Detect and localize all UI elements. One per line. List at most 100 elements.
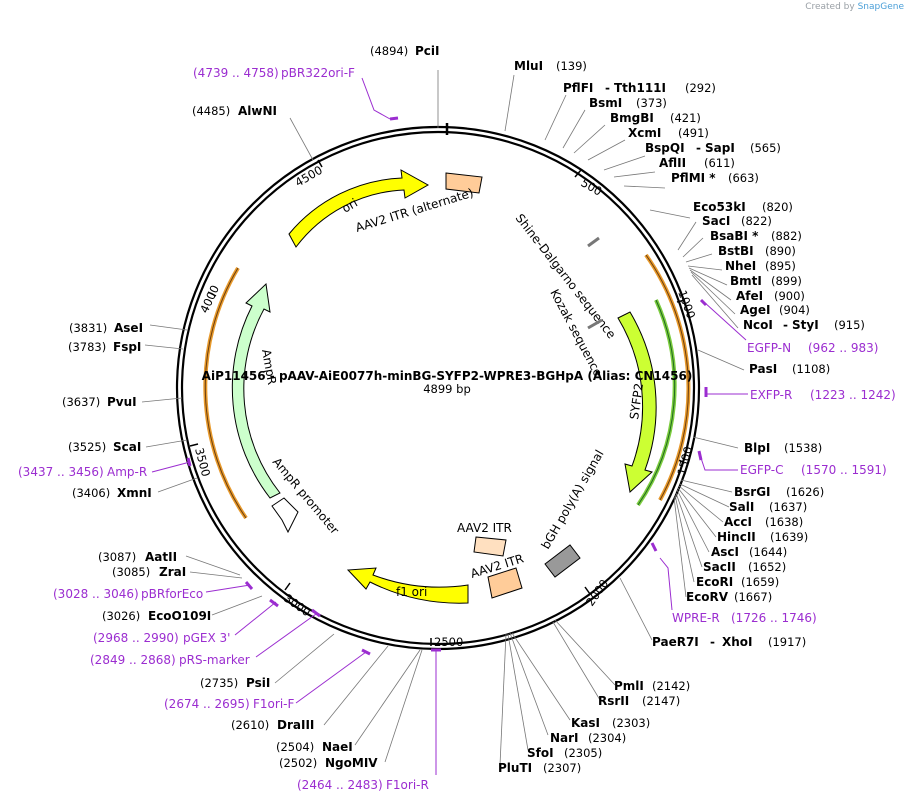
feature-bgh-polya[interactable]	[544, 544, 581, 578]
site-name[interactable]: SfoI	[527, 746, 554, 760]
site-name[interactable]: Eco53kI	[693, 200, 746, 214]
site-name[interactable]: NgoMIV	[325, 756, 378, 770]
site-name[interactable]: FspI	[113, 340, 141, 354]
site-name[interactable]: EcoRI	[696, 575, 733, 589]
plasmid-length: 4899 bp	[423, 382, 471, 396]
site-name[interactable]: PsiI	[246, 676, 270, 690]
feature-label-ori: ori	[340, 196, 361, 216]
feature-ampr-promoter[interactable]	[271, 497, 299, 534]
primer-name[interactable]: F1ori-F	[253, 697, 294, 711]
site-name[interactable]: AlwNI	[238, 104, 277, 118]
site-name[interactable]: AccI	[724, 515, 752, 529]
primer-mark-pbr322ori-f	[389, 116, 399, 121]
site-name[interactable]: XcmI	[628, 126, 661, 140]
site-name[interactable]: NheI	[725, 259, 756, 273]
site-name[interactable]: XmnI	[117, 486, 152, 500]
tick-mark	[574, 169, 582, 178]
site-name[interactable]: BsaBI *	[710, 229, 759, 243]
site-name[interactable]: EcoO109I	[148, 609, 211, 623]
site-name[interactable]: BmgBI	[610, 111, 654, 125]
site-name[interactable]: StyI	[792, 318, 819, 332]
site-name[interactable]: PvuI	[107, 395, 137, 409]
site-name[interactable]: AatII	[145, 550, 177, 564]
primer-name[interactable]: WPRE-R	[672, 611, 720, 625]
primer-name[interactable]: pGEX 3'	[183, 631, 230, 645]
feature-aav2-itr-1[interactable]	[473, 536, 507, 557]
primer-name[interactable]: Amp-R	[107, 465, 147, 479]
feature-label-bgh-polya: bGH poly(A) signal	[538, 447, 606, 551]
primer-range: (1726 .. 1746)	[731, 611, 817, 625]
snapgene-credit: Created by SnapGene	[805, 2, 904, 12]
leader-pflfi	[544, 94, 567, 141]
site-name[interactable]: PflFI	[563, 81, 593, 95]
feature-shine-dalgarno[interactable]	[587, 236, 600, 248]
primer-name[interactable]: EXFP-R	[750, 388, 792, 402]
tick-mark	[584, 586, 591, 595]
site-name[interactable]: DraIII	[277, 718, 314, 732]
site-name[interactable]: AflII	[659, 156, 686, 170]
site-name[interactable]: BspQI	[645, 141, 685, 155]
site-name[interactable]: ZraI	[159, 565, 186, 579]
site-pos: (3406)	[72, 486, 110, 500]
feature-label-aav2-itr-1: AAV2 ITR	[457, 521, 512, 535]
site-name[interactable]: HincII	[717, 530, 756, 544]
feature-syfp2[interactable]	[617, 311, 657, 493]
site-pos: (822)	[741, 214, 772, 228]
primer-line-egfp-c	[699, 454, 738, 471]
site-name[interactable]: SalI	[729, 500, 754, 514]
credit-text: Created by	[805, 2, 855, 12]
site-name[interactable]: ScaI	[113, 440, 141, 454]
site-name[interactable]: RsrII	[598, 694, 629, 708]
primer-mark-prs-marker	[311, 608, 321, 618]
site-labels-right: MluI (139) PflFI - Tth111I (292) BsmI (3…	[498, 59, 865, 775]
site-name[interactable]: PciI	[415, 44, 440, 58]
site-name[interactable]: AseI	[114, 321, 143, 335]
primer-range: (2464 .. 2483)	[297, 778, 383, 792]
feature-ampr[interactable]	[231, 282, 281, 499]
site-pos: (1637)	[769, 500, 807, 514]
primer-name[interactable]: pBRforEco	[141, 587, 203, 601]
site-pos: (2142)	[652, 679, 690, 693]
site-name[interactable]: XhoI	[722, 635, 753, 649]
feature-aav2-itr-alternate[interactable]	[445, 172, 483, 194]
site-name[interactable]: BmtI	[730, 274, 762, 288]
tick-label: 3500	[192, 446, 213, 478]
site-name[interactable]: SapI	[705, 141, 735, 155]
feature-kozak[interactable]	[587, 318, 603, 330]
site-name[interactable]: Tth111I	[614, 81, 666, 95]
site-name[interactable]: BstBI	[718, 244, 754, 258]
primer-name[interactable]: pRS-marker	[179, 653, 250, 667]
site-name[interactable]: BsmI	[589, 96, 622, 110]
leader-nhei	[687, 265, 723, 271]
site-name[interactable]: SacII	[703, 560, 736, 574]
site-name[interactable]: SacI	[702, 214, 730, 228]
primer-name[interactable]: F1ori-R	[386, 778, 429, 792]
site-name[interactable]: AscI	[711, 545, 739, 559]
site-name[interactable]: NarI	[550, 731, 579, 745]
site-name[interactable]: KasI	[571, 716, 600, 730]
site-name[interactable]: MluI	[514, 59, 543, 73]
site-name[interactable]: BsrGI	[734, 485, 771, 499]
site-name[interactable]: BlpI	[744, 441, 770, 455]
site-name[interactable]: PaeR7I	[652, 635, 699, 649]
site-pos: (1108)	[792, 362, 830, 376]
site-name[interactable]: AfeI	[736, 289, 763, 303]
primer-name[interactable]: pBR322ori-F	[281, 66, 355, 80]
site-name[interactable]: PasI	[749, 362, 777, 376]
site-name[interactable]: NaeI	[322, 740, 353, 754]
feature-f1-ori[interactable]	[346, 567, 469, 604]
primer-line-wpre-r	[659, 557, 673, 611]
site-name[interactable]: PluTI	[498, 761, 532, 775]
leader-pluti	[499, 633, 507, 766]
site-name[interactable]: PmlI	[614, 679, 644, 693]
site-name[interactable]: EcoRV	[686, 590, 729, 604]
site-name[interactable]: PflMI *	[671, 171, 716, 185]
site-pos: (3085)	[112, 565, 150, 579]
site-name[interactable]: AgeI	[740, 303, 770, 317]
feature-ori[interactable]	[288, 169, 430, 248]
feature-aav2-itr-2[interactable]	[487, 567, 523, 599]
site-name[interactable]: NcoI	[743, 318, 773, 332]
primer-name[interactable]: EGFP-N	[747, 341, 791, 355]
primer-name[interactable]: EGFP-C	[740, 463, 783, 477]
